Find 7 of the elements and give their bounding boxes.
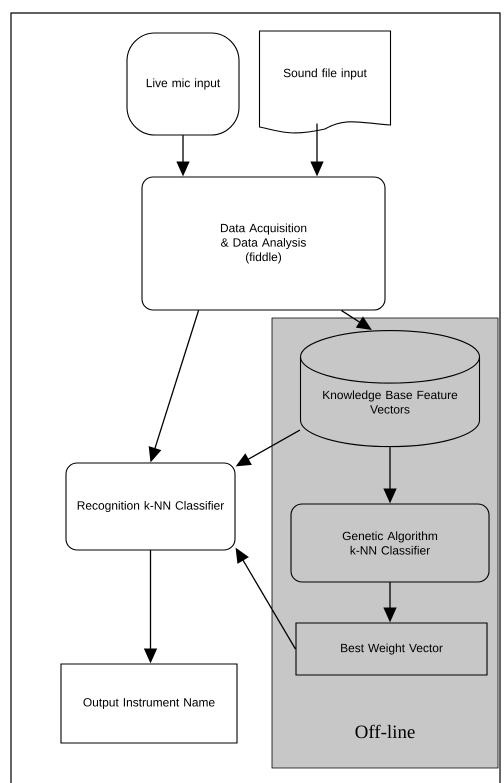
process-box: Genetic Algorithm k-NN Classifier [290,503,490,583]
process-box: Recognition k-NN Classifier [65,462,236,551]
output-box: Output Instrument Name [60,663,238,744]
process-box: Data Acquisition & Data Analysis (fiddle) [141,176,386,311]
input-terminal: Live mic input [126,32,240,136]
result-box: Best Weight Vector [295,622,488,676]
database-cylinder: Knowledge Base Feature Vectors [300,330,480,448]
